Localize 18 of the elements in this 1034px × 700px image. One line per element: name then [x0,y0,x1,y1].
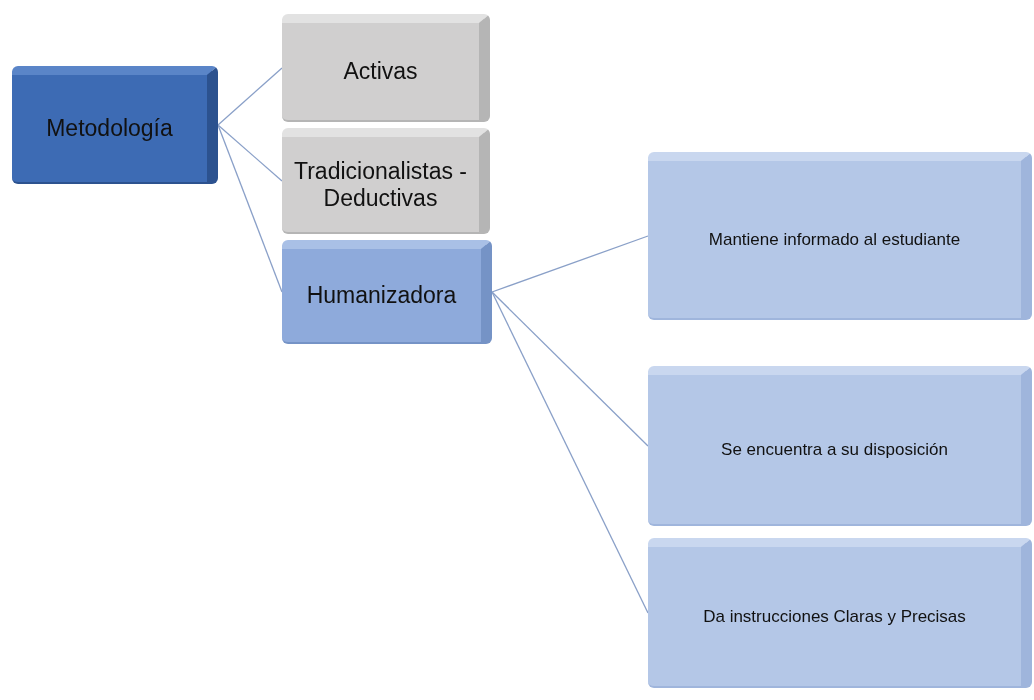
box-label: Activas [343,58,418,85]
box-label: Se encuentra a su disposición [721,439,948,460]
process-box [648,538,1032,688]
connector-line [217,67,283,126]
process-box [282,128,490,234]
box-label: Humanizadora [306,282,457,309]
box-label: Metodología [46,115,173,142]
process-box [282,14,490,122]
process-box [282,240,492,344]
process-box [648,366,1032,526]
connector-line [491,235,649,293]
box-label: Tradicionalistas - Deductivas [293,157,468,212]
connector-line [491,291,649,447]
connector-line [217,124,283,182]
process-box [12,66,218,184]
box-label: Mantiene informado al estudiante [708,229,961,250]
process-box [648,152,1032,320]
box-label: Da instrucciones Claras y Precisas [703,606,966,627]
